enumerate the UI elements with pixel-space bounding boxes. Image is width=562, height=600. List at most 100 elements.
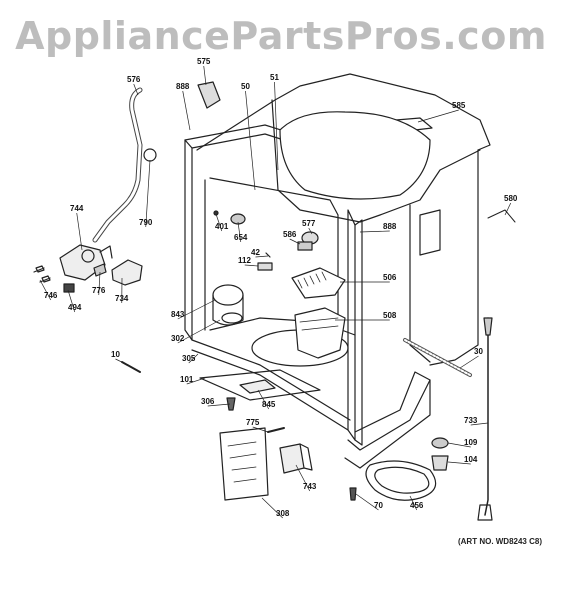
callout-30: 30 [474, 347, 483, 356]
leader-577 [308, 227, 313, 235]
callout-104: 104 [464, 455, 478, 464]
part-586 [297, 241, 313, 251]
leg-845 [239, 379, 276, 394]
callout-42: 42 [251, 248, 260, 257]
callout-776: 776 [92, 286, 106, 295]
hose-clamp [143, 148, 157, 162]
pump-assembly [294, 307, 346, 359]
callout-744: 744 [70, 204, 84, 213]
part-734 [111, 259, 143, 286]
callout-305: 305 [182, 354, 196, 363]
part-104 [431, 455, 449, 471]
frame-bottom-rail [191, 339, 351, 421]
callout-50: 50 [241, 82, 250, 91]
leader-654 [237, 221, 242, 243]
callout-734: 734 [115, 294, 129, 303]
callout-790: 790 [139, 218, 153, 227]
callout-580: 580 [504, 194, 518, 203]
detergent-dispenser [291, 267, 346, 299]
leader-104 [447, 461, 471, 465]
tub-dome [279, 111, 431, 200]
leader-306 [207, 403, 231, 407]
callout-109: 109 [464, 438, 478, 447]
callout-101: 101 [180, 375, 194, 384]
leader-305 [188, 353, 199, 364]
callout-586: 586 [283, 230, 297, 239]
part-743 [279, 443, 305, 474]
part-112 [257, 262, 273, 271]
callout-746: 746 [44, 291, 58, 300]
gasket [365, 460, 437, 501]
leader-888b [359, 230, 390, 233]
leader-586 [289, 238, 301, 245]
float-part [212, 284, 244, 306]
leader-733 [470, 422, 489, 426]
leader-744 [76, 212, 83, 251]
callout-494: 494 [68, 303, 82, 312]
leader-10 [115, 358, 129, 366]
callout-306: 306 [201, 397, 215, 406]
leader-456 [409, 495, 418, 511]
callout-845: 845 [262, 400, 276, 409]
leader-776 [98, 271, 101, 296]
callout-654: 654 [234, 233, 248, 242]
lower-frame [347, 371, 431, 451]
leader-845 [257, 389, 270, 410]
callout-888b: 888 [383, 222, 397, 231]
leader-585 [417, 109, 459, 123]
screw-42 [265, 252, 271, 258]
frame-bottom-rail-2 [191, 349, 349, 431]
screw-746a [33, 265, 45, 273]
callout-733: 733 [464, 416, 478, 425]
leader-743 [295, 464, 311, 492]
leader-888a [182, 90, 191, 131]
leader-580 [504, 202, 512, 216]
callout-112: 112 [238, 256, 251, 265]
art-number: (ART NO. WD8243 C8) [457, 537, 542, 546]
callout-576: 576 [127, 75, 141, 84]
leader-302 [177, 319, 221, 344]
leader-30 [459, 355, 479, 369]
frame-right-rail [347, 209, 356, 441]
leader-70 [355, 493, 379, 511]
frame-right-outer [354, 219, 363, 446]
leader-746 [39, 279, 52, 301]
screw-775 [267, 427, 285, 433]
tub-right-side [429, 149, 479, 366]
hinge-bracket [219, 427, 269, 501]
watermark: AppliancePartsPros.com [15, 14, 547, 58]
leader-576 [133, 83, 139, 96]
part-70 [349, 487, 357, 501]
part-580 [487, 209, 516, 223]
leader-790 [145, 159, 151, 228]
door-cable [484, 317, 489, 516]
leader-42 [255, 255, 269, 258]
callout-10: 10 [111, 350, 120, 359]
callout-302: 302 [171, 334, 185, 343]
inner-wall [204, 177, 339, 331]
leader-51 [274, 81, 279, 171]
part-109 [431, 437, 449, 449]
bracket-494 [63, 283, 75, 293]
clip-776 [93, 263, 107, 277]
callout-577: 577 [302, 219, 316, 228]
leader-50 [245, 90, 256, 191]
callout-575: 575 [197, 57, 211, 66]
leader-109 [447, 442, 471, 448]
leader-775 [252, 426, 269, 433]
tub-top-outline [196, 73, 491, 151]
callout-506: 506 [383, 273, 397, 282]
leader-494 [67, 289, 76, 313]
callout-585: 585 [452, 101, 466, 110]
callout-401: 401 [215, 222, 229, 231]
callout-51: 51 [270, 73, 279, 82]
leader-308 [261, 497, 283, 519]
leader-112 [244, 264, 259, 267]
callout-70: 70 [374, 501, 383, 510]
tub-inner-shelf [419, 209, 441, 256]
vent-part [197, 81, 221, 109]
callout-743: 743 [303, 482, 317, 491]
